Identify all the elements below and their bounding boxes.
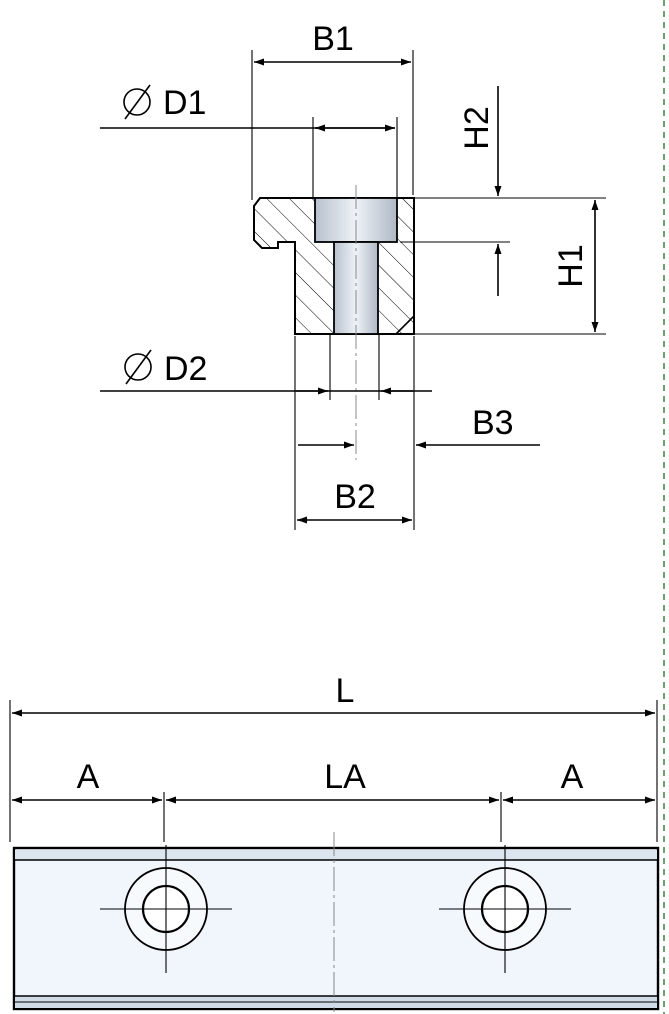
- dimension-h1: H1: [414, 197, 606, 335]
- label-a-left: A: [77, 758, 100, 796]
- label-h1: H1: [552, 244, 590, 287]
- label-b3: B3: [472, 404, 514, 442]
- dimension-d1: D1: [100, 84, 398, 198]
- label-b2: B2: [334, 478, 376, 516]
- label-d2: D2: [164, 350, 207, 388]
- mounting-hole-left: [100, 845, 232, 973]
- diameter-symbol-d1: [123, 84, 151, 120]
- section-view: [253, 185, 415, 460]
- dimension-chain-a-la-a: A LA A: [12, 758, 655, 842]
- dimension-d2: D2: [100, 334, 432, 400]
- label-d1: D1: [163, 84, 206, 122]
- label-a-right: A: [561, 758, 584, 796]
- rail-body: [12, 846, 660, 1011]
- dimension-h2: H2: [400, 86, 510, 296]
- label-la: LA: [324, 758, 366, 796]
- dimension-b3: B3: [298, 404, 540, 449]
- label-b1: B1: [312, 20, 354, 58]
- dimension-l: L: [9, 672, 658, 842]
- rail-view: [12, 832, 660, 1012]
- mounting-hole-right: [439, 845, 571, 973]
- dimension-b2: B2: [294, 336, 415, 530]
- label-h2: H2: [458, 106, 496, 149]
- dimension-b1: B1: [251, 20, 414, 200]
- diameter-symbol-d2: [124, 349, 152, 385]
- label-l: L: [336, 672, 355, 710]
